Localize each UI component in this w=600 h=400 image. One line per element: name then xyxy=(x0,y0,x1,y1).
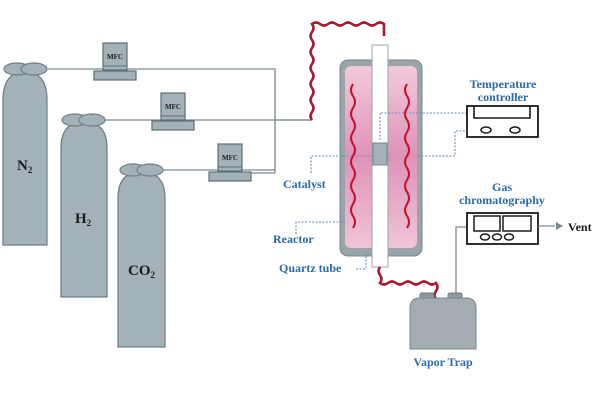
vent-arrow-icon xyxy=(556,222,563,230)
gas-chromatograph xyxy=(466,212,539,245)
mfc-h2: MFC xyxy=(151,92,195,131)
controller-heater-line xyxy=(418,130,468,157)
thermocouple-line xyxy=(379,112,468,140)
n2-gas-line xyxy=(48,68,276,174)
h2-label: H2 xyxy=(75,211,92,228)
heating-coil-left xyxy=(350,83,356,229)
gas-chromatography-label-line2: chromatography xyxy=(459,193,545,207)
co2-cylinder: CO2 xyxy=(117,163,166,348)
vapor-trap xyxy=(409,292,477,350)
quartz-tube-label: Quartz tube xyxy=(279,261,342,275)
catalyst-label: Catalyst xyxy=(283,177,326,191)
mfc-label: MFC xyxy=(107,53,123,61)
heated-outlet-pipe xyxy=(377,266,439,300)
mfc-co2: MFC xyxy=(208,143,252,182)
catalyst-leader xyxy=(310,155,372,173)
co2-label: CO2 xyxy=(128,263,156,280)
temperature-controller xyxy=(466,105,539,138)
gas-chromatography-label-line1: Gas xyxy=(492,180,512,194)
vent-label: Vent xyxy=(568,220,592,234)
reactor-label: Reactor xyxy=(273,232,314,246)
vapor-trap-label: Vapor Trap xyxy=(413,355,473,369)
mfc-n2: MFC xyxy=(93,42,137,81)
n2-cylinder: N2 xyxy=(2,62,48,246)
catalyst-bed xyxy=(372,142,388,166)
mfc-label: MFC xyxy=(222,154,238,162)
mfc-label: MFC xyxy=(165,103,181,111)
quartz-tube-leader xyxy=(356,253,372,270)
heating-coil-right xyxy=(404,83,410,229)
temperature-controller-label-line1: Temperature xyxy=(470,77,537,91)
h2-cylinder: H2 xyxy=(60,113,108,298)
reactor-leader xyxy=(295,221,345,234)
heated-inlet-pipe xyxy=(309,21,386,121)
temperature-controller-label-line2: controller xyxy=(478,90,529,104)
n2-label: N2 xyxy=(17,158,33,175)
trap-to-gc-line xyxy=(455,226,468,293)
